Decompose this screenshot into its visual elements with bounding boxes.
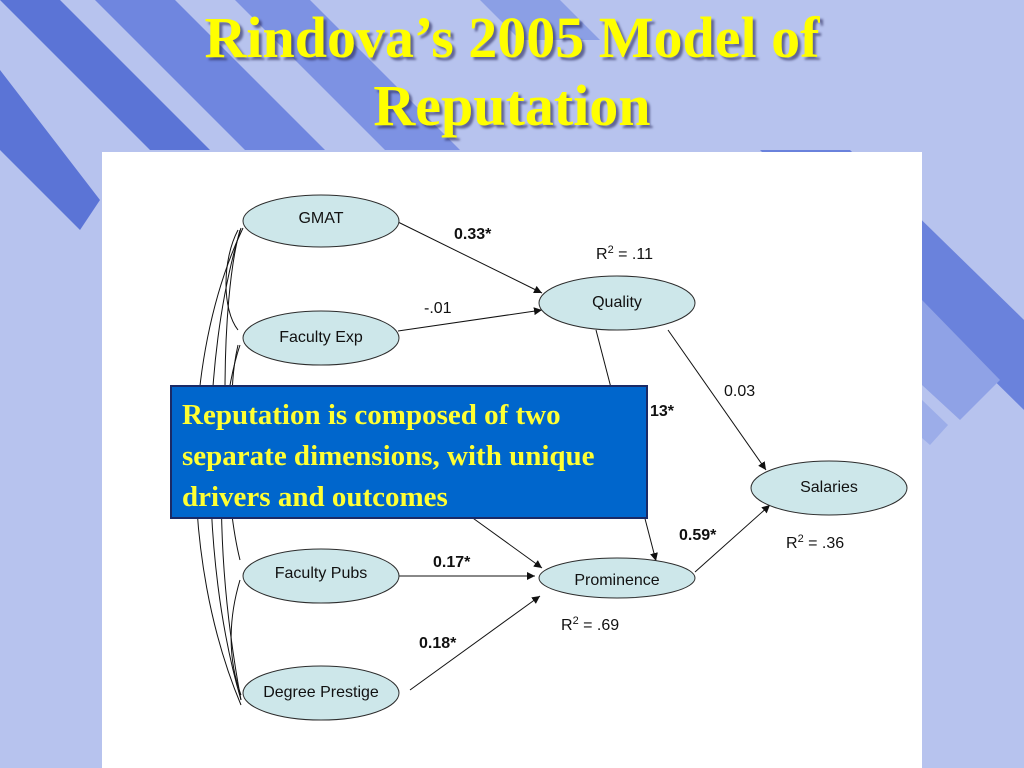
title-line-2: Reputation	[373, 73, 651, 138]
title-line-1: Rindova’s 2005 Model of	[204, 5, 820, 70]
coef-facpubs-prominence: 0.17*	[433, 554, 471, 571]
r2-prominence: R2 = .69	[561, 615, 619, 634]
node-gmat: GMAT	[242, 194, 400, 248]
r2-quality: R2 = .11	[596, 244, 653, 263]
callout-text: Reputation is composed of two separate d…	[182, 399, 595, 513]
node-gmat-label: GMAT	[298, 210, 343, 227]
node-prominence-label: Prominence	[574, 572, 659, 589]
coef-prominence-salaries: 0.59*	[679, 527, 717, 544]
coef-quality-salaries: 0.03	[724, 383, 755, 400]
arrow-degree-prominence	[409, 595, 541, 691]
arrow-facexp-quality	[397, 307, 543, 332]
arrow-prominence-salaries	[694, 504, 771, 573]
node-degree-prestige-label: Degree Prestige	[263, 684, 379, 701]
node-salaries-label: Salaries	[800, 479, 858, 496]
r2-salaries: R2 = .36	[786, 533, 844, 552]
node-faculty-exp: Faculty Exp	[242, 310, 400, 366]
node-quality: Quality	[538, 275, 696, 331]
coef-degree-prominence: 0.18*	[419, 635, 457, 652]
slide-title: Rindova’s 2005 Model of Reputation	[0, 4, 1024, 140]
arrow-quality-salaries	[667, 329, 767, 471]
callout-box: Reputation is composed of two separate d…	[170, 385, 648, 519]
coef-gmat-quality: 0.33*	[454, 226, 492, 243]
node-quality-label: Quality	[592, 294, 642, 311]
coef-facexp-quality: -.01	[424, 300, 452, 317]
node-salaries: Salaries	[750, 460, 908, 516]
node-prominence: Prominence	[538, 557, 696, 599]
arrow-hidden-prominence	[469, 515, 543, 569]
arrow-gmat-quality	[397, 221, 543, 294]
node-faculty-pubs-label: Faculty Pubs	[275, 565, 367, 582]
node-faculty-exp-label: Faculty Exp	[279, 329, 363, 346]
coef-quality-prominence: 13*	[650, 403, 675, 420]
node-degree-prestige: Degree Prestige	[242, 665, 400, 721]
node-faculty-pubs: Faculty Pubs	[242, 548, 400, 604]
